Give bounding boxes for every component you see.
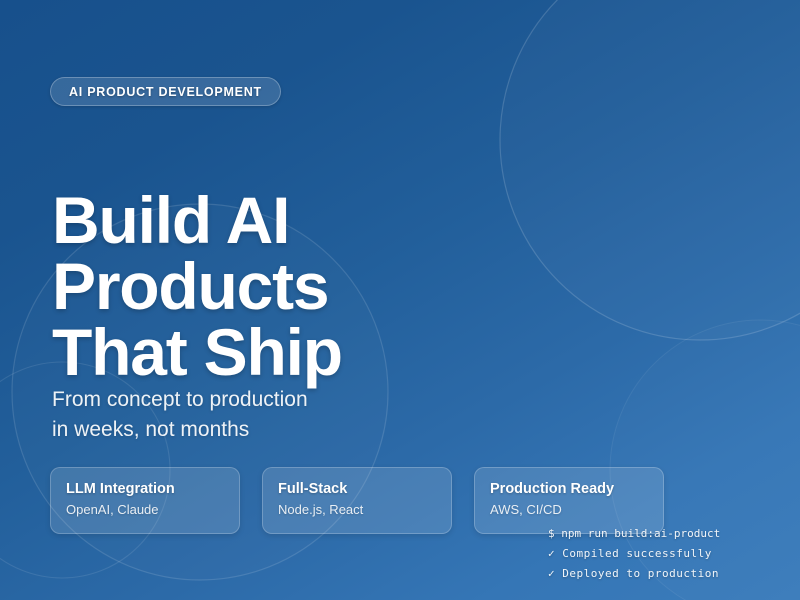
headline-line-3: That Ship: [52, 315, 343, 390]
headline-line-1: Build AI: [52, 183, 290, 258]
decor-circle-top-right: [499, 0, 800, 341]
terminal-command-line: $ npm run build:ai-product: [548, 527, 721, 540]
subtitle-line-2: in weeks, not months: [52, 418, 250, 441]
feature-card-list: LLM Integration OpenAI, Claude Full-Stac…: [50, 467, 664, 534]
page-subtitle: From concept to production in weeks, not…: [52, 385, 472, 445]
eyebrow-badge-label: AI PRODUCT DEVELOPMENT: [69, 84, 262, 99]
headline-line-2: Products: [52, 249, 330, 324]
terminal-output: $ npm run build:ai-product ✓ Compiled su…: [548, 524, 720, 584]
feature-card-full-stack[interactable]: Full-Stack Node.js, React: [262, 467, 452, 534]
eyebrow-badge: AI PRODUCT DEVELOPMENT: [50, 77, 281, 106]
subtitle-line-1: From concept to production: [52, 388, 308, 411]
feature-card-llm-integration[interactable]: LLM Integration OpenAI, Claude: [50, 467, 240, 534]
feature-card-title: Production Ready: [490, 481, 615, 497]
feature-card-subtitle: AWS, CI/CD: [490, 502, 562, 517]
feature-card-subtitle: OpenAI, Claude: [66, 502, 159, 517]
page-title: Build AI Products That Ship: [52, 187, 492, 385]
feature-card-title: LLM Integration: [66, 481, 175, 497]
terminal-success-line-deployed: ✓ Deployed to production: [548, 567, 719, 580]
feature-card-subtitle: Node.js, React: [278, 502, 364, 517]
feature-card-production-ready[interactable]: Production Ready AWS, CI/CD: [474, 467, 664, 534]
feature-card-title: Full-Stack: [278, 481, 348, 497]
terminal-success-line-compiled: ✓ Compiled successfully: [548, 547, 712, 560]
